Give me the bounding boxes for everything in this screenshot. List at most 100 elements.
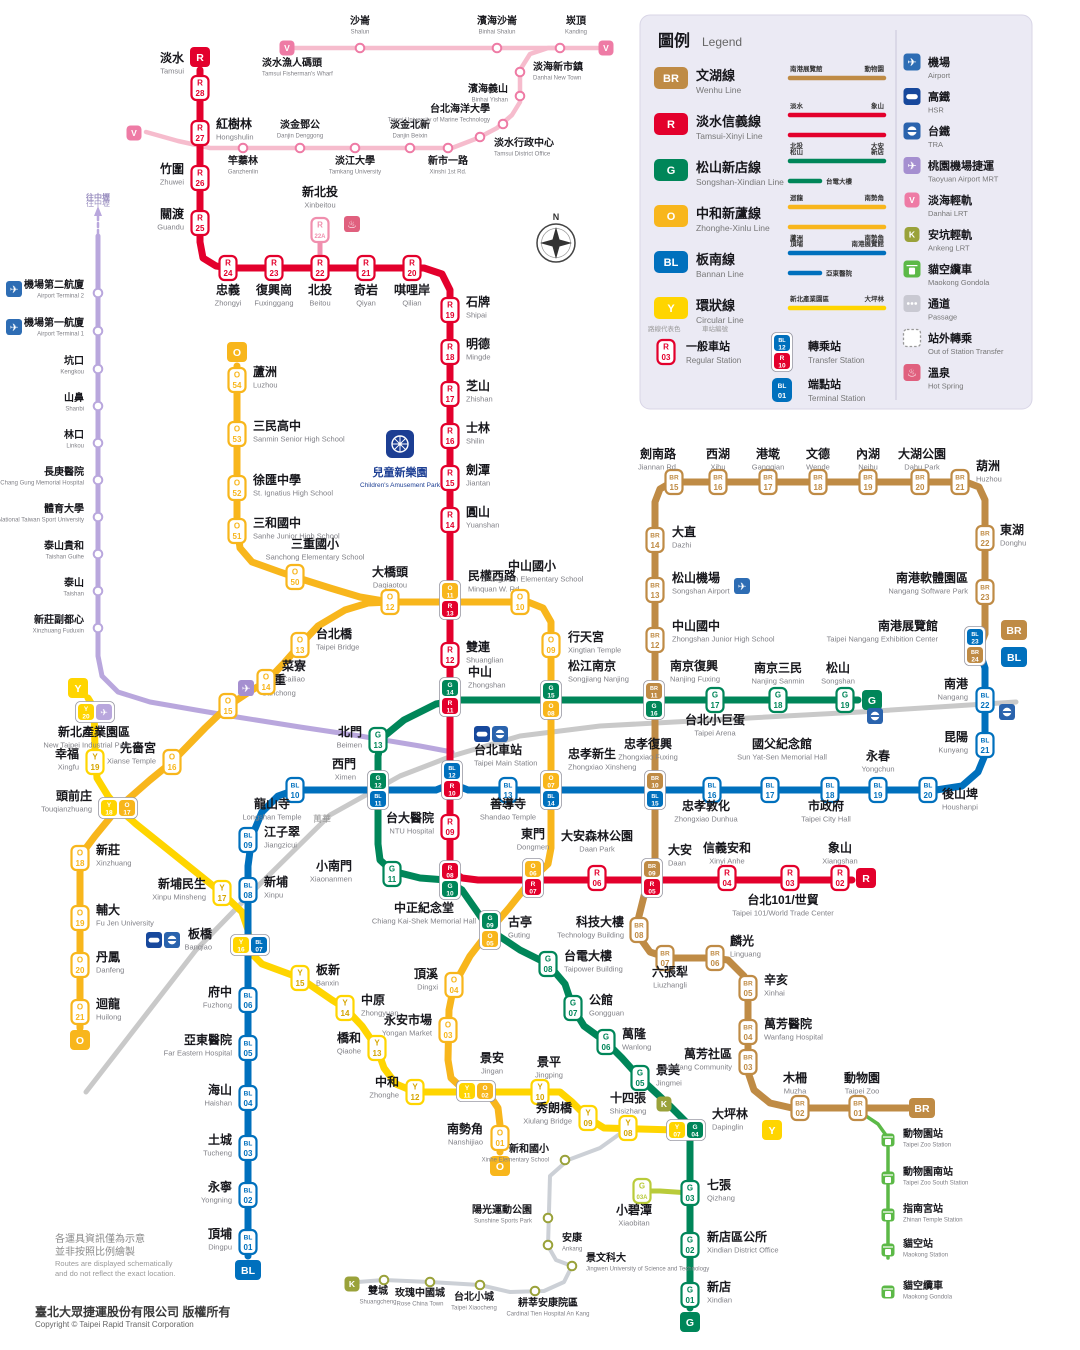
text-label: BR [955, 475, 965, 482]
station-name-en: Cailiao [282, 675, 305, 684]
station-name-en: Danjin Beixin [392, 134, 427, 140]
route-terminus: 淡水 [789, 101, 804, 110]
station-name-zh: 南京復興 [670, 658, 718, 673]
station-name-zh: 土城 [208, 1132, 232, 1147]
station-marker: Y15 [290, 964, 310, 992]
text-label: R [724, 869, 730, 878]
text-label: Y [92, 753, 98, 762]
station-name-en: Sanchong Elementary School [266, 553, 365, 562]
text-label: G [447, 883, 452, 890]
text-label: Y [667, 303, 675, 315]
terminal-chip-o: O [70, 1030, 90, 1050]
station-marker: R23 [264, 254, 284, 282]
station-name-en: Xiaonanmen [310, 875, 352, 884]
text-label: O [447, 585, 452, 592]
station-name-en: Shandao Temple [480, 813, 536, 822]
text-label: 10 [516, 603, 525, 612]
text-label: 20 [82, 714, 90, 721]
station-name-en: Xinshi 1st Rd. [429, 170, 466, 176]
text-label: ♨ [907, 368, 917, 380]
station-name-zh: 頂溪 [414, 966, 439, 981]
small-station-dot [354, 42, 366, 54]
text-label: 14 [547, 801, 555, 808]
small-station-dot [491, 42, 503, 54]
station-marker: R16 [440, 422, 460, 450]
station-name-zh: 新店 [707, 1279, 731, 1294]
legend-line-zh: 板南線 [696, 252, 736, 267]
text-label: 02 [836, 879, 845, 888]
text-label: 14 [341, 1009, 350, 1018]
text-label: 24 [224, 269, 233, 278]
station-name-zh: 科技大樓 [576, 914, 624, 929]
station-name-en: Sunshine Sports Park [474, 1219, 533, 1225]
station-marker: O14 [256, 668, 276, 696]
text-label: 08 [446, 873, 454, 880]
text-label: O [487, 933, 492, 940]
station-name-en: Shilin [466, 437, 484, 446]
station-name-en: Taipei Arena [694, 729, 736, 738]
legend-icon-zh: 淡海輕軌 [928, 193, 972, 207]
station-name-en: Jingan [481, 1067, 503, 1076]
text-label: 14 [651, 541, 660, 550]
station-name-en: Gongguan [589, 1009, 624, 1018]
station-name-zh: 後山埤 [942, 786, 978, 801]
station-name-zh: 幸福 [55, 746, 79, 761]
text-label: O [297, 636, 303, 645]
text-label: 22 [981, 539, 990, 548]
station-name-en: Technology Building [557, 931, 624, 940]
legend-line-en: Zhonghe-Xinlu Line [696, 223, 770, 233]
station-name-zh: 崁頂 [566, 14, 587, 27]
text-label: BR [743, 1055, 753, 1062]
terminal-sample [772, 378, 792, 402]
small-station-dot [92, 437, 104, 449]
station-name-zh: 奇岩 [354, 282, 378, 297]
station-name-en: Gangqian [752, 463, 785, 472]
station-name-en: Jingwen University of Science and Techno… [586, 1267, 709, 1273]
text-label: R [837, 869, 843, 878]
text-label: O [387, 593, 393, 602]
text-label: 05 [244, 1049, 253, 1058]
station-marker: O16 [162, 748, 182, 776]
station-name-en: Taipei City Hall [801, 815, 851, 824]
text-label: BR [863, 475, 873, 482]
station-name-en: Wanfang Community [662, 1063, 732, 1072]
station-marker: O01 [490, 1124, 510, 1152]
text-label: 19 [76, 919, 85, 928]
text-label: 27 [196, 134, 205, 143]
station-name-zh: 台北101/世貿 [747, 892, 818, 907]
text-label: BL [708, 783, 717, 790]
station-marker: O19 [70, 904, 90, 932]
station-marker: O18 [70, 844, 90, 872]
station-name-en: Wanfang Hospital [764, 1033, 823, 1042]
text-label: G [651, 703, 656, 710]
text-label: G [548, 685, 553, 692]
text-label: BR [650, 686, 658, 692]
